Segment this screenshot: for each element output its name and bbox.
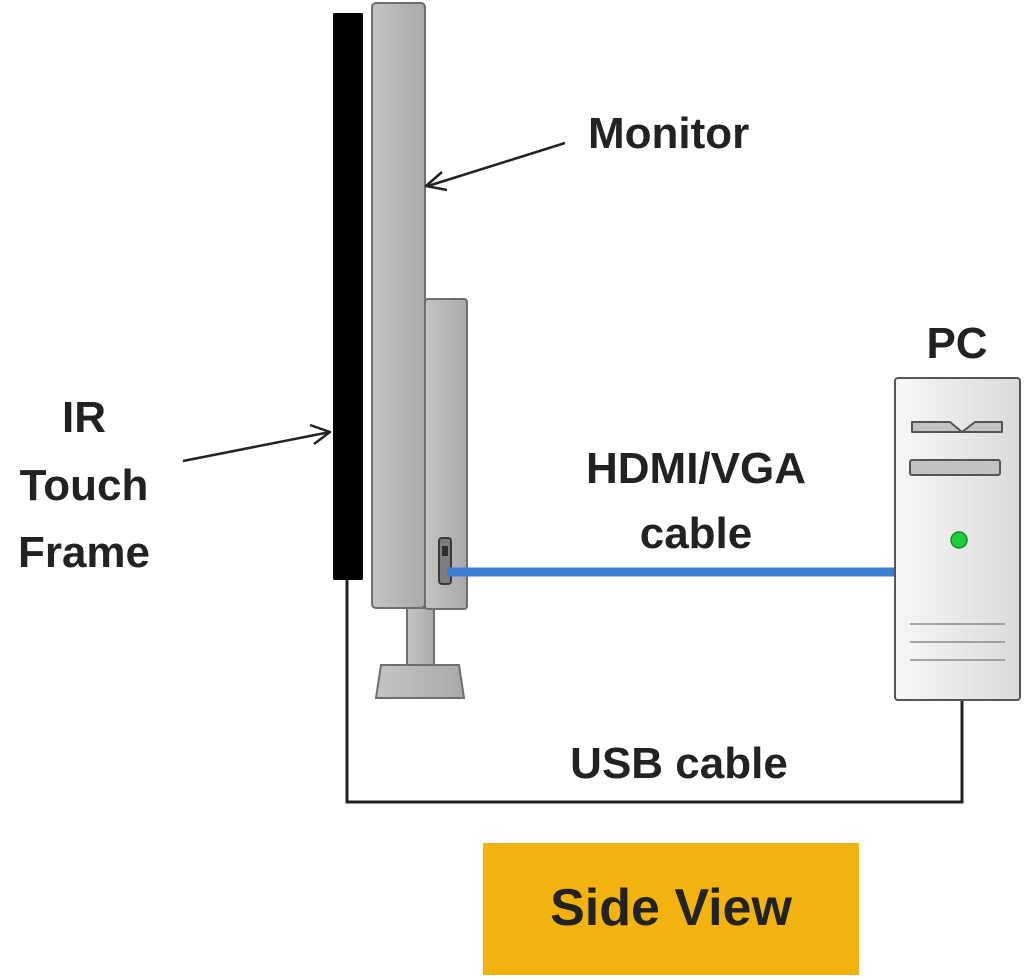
usb-cable (345, 580, 964, 804)
monitor-label: Monitor (588, 109, 749, 158)
pc-label: PC (926, 319, 987, 368)
ir-label-line3: Frame (18, 528, 150, 577)
monitor-arrow (424, 141, 566, 192)
pc-tower (894, 377, 1021, 701)
side-view-badge (483, 843, 859, 975)
ir-frame-arrow (182, 423, 332, 463)
ir-touch-frame (333, 13, 363, 580)
monitor-stand-base (374, 664, 466, 699)
ir-label-line2: Touch (20, 461, 149, 510)
hdmi-label-line2: cable (640, 509, 753, 558)
side-view-label: Side View (550, 879, 792, 937)
port-icon (438, 537, 452, 585)
monitor-stand-neck (406, 607, 435, 669)
hdmi-label-line1: HDMI/VGA (586, 444, 806, 493)
power-led-icon (950, 531, 968, 549)
usb-label: USB cable (570, 739, 788, 788)
pc-drive-bay-top (911, 421, 1003, 433)
monitor-body (371, 2, 426, 609)
pc-drive-bay (909, 459, 1001, 476)
ir-label-line1: IR (62, 393, 106, 442)
